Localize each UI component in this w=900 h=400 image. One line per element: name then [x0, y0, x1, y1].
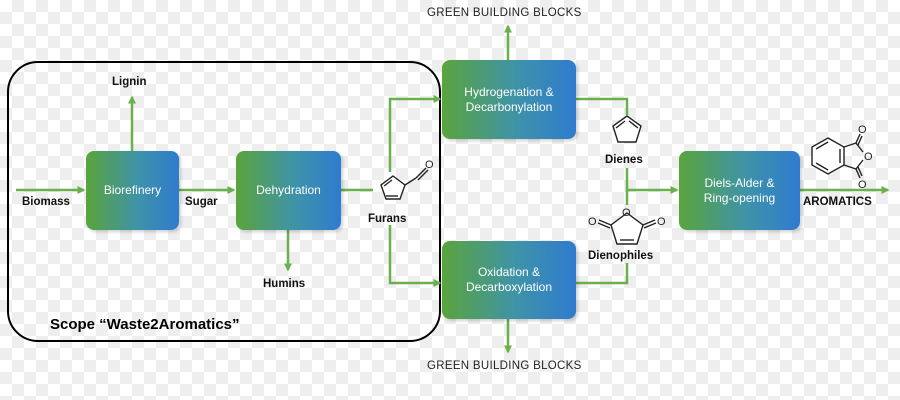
diels-alder-label: Diels-Alder & Ring-opening: [703, 175, 776, 205]
arrow-furans-to-oxidation: [388, 225, 442, 287]
dehydration-box: Dehydration: [236, 151, 341, 230]
phthalic-anhydride-oxygen-top: O: [858, 124, 867, 136]
dienophiles-label: Dienophiles: [588, 250, 654, 262]
phthalic-anhydride-oxygen-bottom: O: [858, 179, 867, 191]
oxidation-box: Oxidation & Decarboxylation: [442, 241, 576, 319]
oxidation-label: Oxidation & Decarboxylation: [465, 265, 553, 294]
furfural-structure-icon: [380, 167, 429, 200]
furfural-oxygen-atom: O: [425, 159, 434, 171]
maleic-anhydride-structure-icon: [597, 212, 657, 245]
furans-label: Furans: [368, 213, 407, 225]
maleic-anhydride-oxygen-right: O: [657, 216, 666, 228]
furan-structure-icon: [612, 115, 642, 143]
green-building-blocks-top-label: GREEN BUILDING BLOCKS: [427, 7, 582, 19]
hydrogenation-label: Hydrogenation & Decarbonylation: [464, 84, 554, 114]
aromatics-label: AROMATICS: [803, 196, 872, 208]
biorefinery-label: Biorefinery: [103, 183, 162, 197]
biorefinery-box: Biorefinery: [86, 151, 179, 230]
scope-boundary: [7, 61, 441, 342]
humins-label: Humins: [263, 278, 306, 290]
arrow-oxidation-to-dienophiles: [576, 263, 629, 285]
dienes-label: Dienes: [605, 154, 643, 166]
sugar-label: Sugar: [185, 196, 218, 208]
diels-alder-box: Diels-Alder & Ring-opening: [679, 151, 800, 230]
phthalic-anhydride-oxygen-ring: O: [864, 151, 873, 163]
hydrogenation-box: Hydrogenation & Decarbonylation: [442, 60, 576, 139]
maleic-anhydride-oxygen-ring: O: [622, 207, 631, 219]
arrow-hydrogenation-to-dienes: [576, 97, 629, 115]
dehydration-label: Dehydration: [256, 183, 321, 197]
biomass-label: Biomass: [22, 196, 70, 208]
scope-label: Scope “Waste2Aromatics”: [50, 316, 240, 333]
lignin-label: Lignin: [112, 76, 147, 88]
green-building-blocks-bottom-label: GREEN BUILDING BLOCKS: [427, 360, 582, 372]
maleic-anhydride-oxygen-left: O: [588, 216, 597, 228]
phthalic-anhydride-structure-icon: [811, 133, 864, 179]
arrow-furans-to-hydrogenation: [388, 95, 442, 172]
